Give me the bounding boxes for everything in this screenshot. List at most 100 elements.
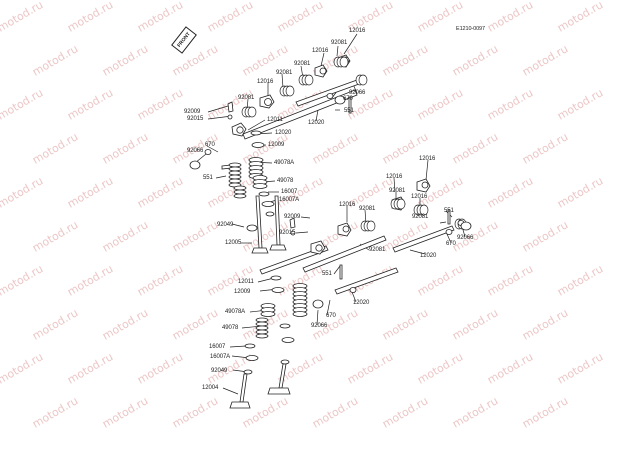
part-label: 12016: [419, 156, 436, 162]
pin: [447, 209, 451, 225]
part-label: 670: [205, 142, 215, 148]
part-label: 551: [203, 175, 213, 181]
valve-head: [251, 247, 269, 254]
part-label: 551: [322, 271, 332, 277]
part-label: 670: [446, 241, 456, 247]
part-label: 49078A: [225, 309, 246, 315]
leader-line: [333, 265, 341, 275]
leader-line: [300, 216, 311, 219]
part-label: 92009: [284, 214, 301, 220]
valve-stem: [255, 195, 263, 249]
part-label: 92081: [359, 206, 376, 212]
rocker-spring: [298, 74, 314, 86]
leader-line: [446, 233, 452, 244]
leader-line: [215, 175, 227, 179]
spring-seat: [258, 191, 270, 197]
rocker-spring: [241, 106, 257, 118]
leader-line: [439, 221, 447, 224]
o-ring: [326, 93, 334, 99]
part-label: 12020: [353, 300, 370, 306]
leader-line: [316, 309, 319, 326]
part-label: 12020: [420, 253, 437, 259]
locknut: [290, 230, 296, 236]
rocker-arm-pivot: [421, 181, 429, 189]
pin: [339, 264, 343, 280]
part-label: 92066: [311, 323, 328, 329]
valve-stem-seal: [243, 369, 253, 375]
spring-seat: [245, 355, 259, 361]
rocker-arm-pivot: [236, 126, 244, 134]
part-label: 12011: [267, 117, 283, 123]
cap: [312, 299, 324, 309]
valve-cotter: [250, 130, 262, 136]
valve-stem-seal: [280, 359, 290, 365]
leader-line: [351, 291, 357, 303]
cap: [334, 95, 346, 105]
inner-valve-spring: [255, 317, 269, 339]
part-label: 670: [326, 313, 336, 319]
leader-line: [315, 109, 319, 122]
spring-seat: [281, 337, 295, 343]
leader-line: [425, 159, 429, 181]
spring-seat: [261, 201, 275, 207]
spring-seat: [279, 323, 291, 329]
leader-line: [320, 52, 325, 67]
part-label: 92081: [294, 61, 311, 67]
part-label: 92049: [217, 222, 234, 228]
leader-line: [222, 387, 239, 395]
part-label: 49078: [277, 178, 294, 184]
part-label: 12004: [202, 385, 219, 391]
part-label: 12011: [238, 279, 254, 285]
pin: [348, 96, 352, 114]
part-label: 92066: [457, 235, 474, 241]
part-label: 92081: [276, 70, 293, 76]
rocker-spring: [279, 85, 295, 97]
leader-line: [409, 249, 426, 255]
valve-stem: [278, 363, 287, 389]
valve-cotter: [270, 275, 282, 281]
rocker-spring: [413, 204, 429, 216]
valve-guide-seal: [246, 224, 258, 232]
leader-line: [229, 345, 247, 348]
rocker-arm-pivot: [264, 98, 272, 106]
part-label: 92081: [331, 40, 348, 46]
part-label: 16007A: [210, 354, 231, 360]
part-label: 92015: [187, 116, 204, 122]
valve-head: [229, 401, 251, 409]
adjuster-screw: [227, 101, 234, 113]
leader-line: [343, 33, 358, 55]
part-label: 12020: [308, 120, 325, 126]
leader-line: [247, 119, 266, 131]
leader-line: [326, 299, 331, 316]
rocker-shaft-right-upper: [392, 225, 455, 253]
cap: [189, 160, 201, 170]
part-label: 670: [343, 96, 353, 102]
inner-valve-spring: [260, 303, 276, 317]
part-label: 16007A: [279, 197, 300, 203]
part-label: 551: [344, 108, 354, 114]
rocker-arm-pivot: [342, 225, 350, 233]
part-label: 92049: [211, 368, 228, 374]
leader-line: [207, 105, 229, 113]
o-ring: [204, 149, 212, 155]
valve-retainer: [271, 287, 285, 293]
part-label: 49078A: [274, 160, 295, 166]
rocker-arm-pivot: [319, 67, 327, 75]
leader-line: [336, 45, 339, 57]
inner-valve-spring: [228, 162, 242, 188]
part-label: 92015: [279, 230, 296, 236]
part-label: 16007: [209, 344, 226, 350]
part-label: 12009: [268, 142, 285, 148]
o-ring: [349, 287, 357, 293]
rocker-shaft-upper-left: [242, 89, 358, 140]
part-label: 12016: [257, 79, 274, 85]
rocker-spring: [390, 198, 406, 210]
rocker-shaft-lower-bar: [302, 235, 387, 273]
leader-line: [281, 73, 284, 89]
valve-head: [267, 387, 291, 395]
rocker-spring: [360, 220, 376, 232]
rocker-shaft-right-lower: [334, 267, 399, 295]
diagram-code: E1210-0097: [456, 26, 485, 32]
